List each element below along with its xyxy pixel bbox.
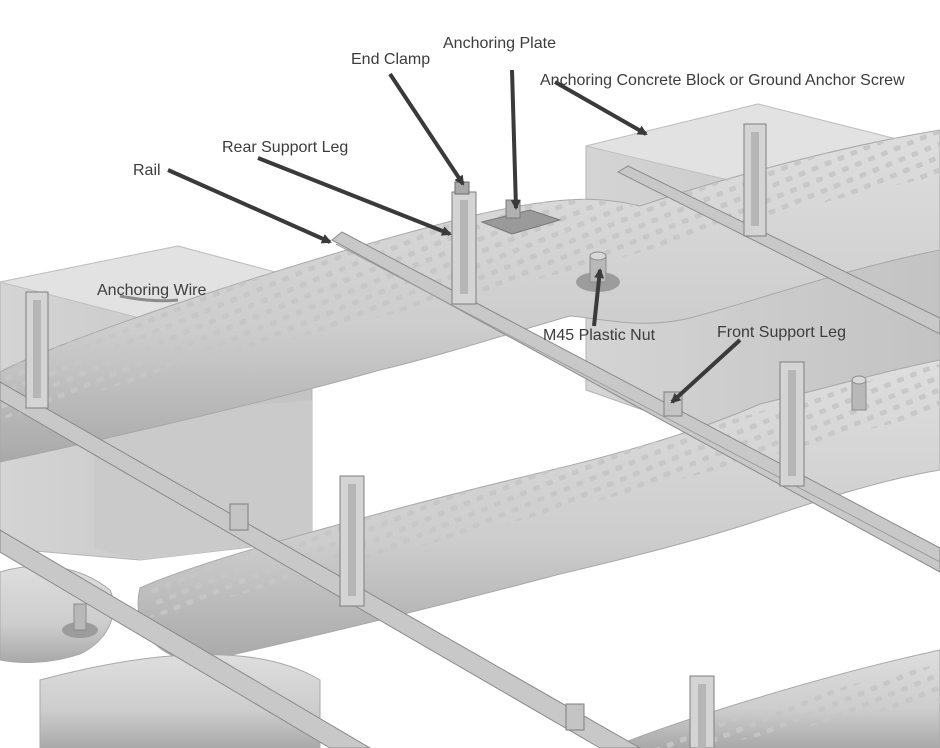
label-end-clamp: End Clamp <box>351 51 431 68</box>
support-leg-right-back <box>743 123 767 237</box>
connector-nut-right <box>851 375 867 411</box>
arrow-rail <box>167 168 332 244</box>
rail-middle <box>0 381 642 748</box>
anchoring-wire <box>119 294 179 303</box>
label-rail: Rail <box>133 162 161 179</box>
arrow-m45-plastic-nut <box>592 268 605 327</box>
leader-arrows <box>167 69 742 404</box>
arrow-anchoring-block <box>554 80 648 136</box>
front-support-leg-front <box>565 703 585 731</box>
arrow-end-clamp <box>388 72 465 186</box>
front-support-leg-middle <box>229 503 249 531</box>
support-leg-left-back <box>25 291 49 409</box>
label-anchoring-wire: Anchoring Wire <box>97 282 207 299</box>
support-leg-front-right <box>689 675 715 748</box>
label-rear-support-leg: Rear Support Leg <box>222 139 349 156</box>
rear-support-leg <box>451 191 477 305</box>
rail-front <box>0 529 371 748</box>
rail-top-right <box>616 165 940 335</box>
support-leg-right-middle <box>779 361 805 487</box>
arrow-rear-support-leg <box>257 156 452 236</box>
label-m45-plastic-nut: M45 Plastic Nut <box>543 327 656 344</box>
label-front-support-leg: Front Support Leg <box>717 324 846 341</box>
label-anchoring-concrete-block: Anchoring Concrete Block or Ground Ancho… <box>540 72 905 89</box>
label-anchoring-plate: Anchoring Plate <box>443 35 556 52</box>
support-leg-middle <box>339 475 365 607</box>
rail-back <box>331 231 940 573</box>
connector-nut-left <box>62 603 98 638</box>
arrow-front-support-leg <box>670 338 742 404</box>
arrow-anchoring-plate <box>510 69 521 210</box>
float-row-front <box>609 649 940 748</box>
